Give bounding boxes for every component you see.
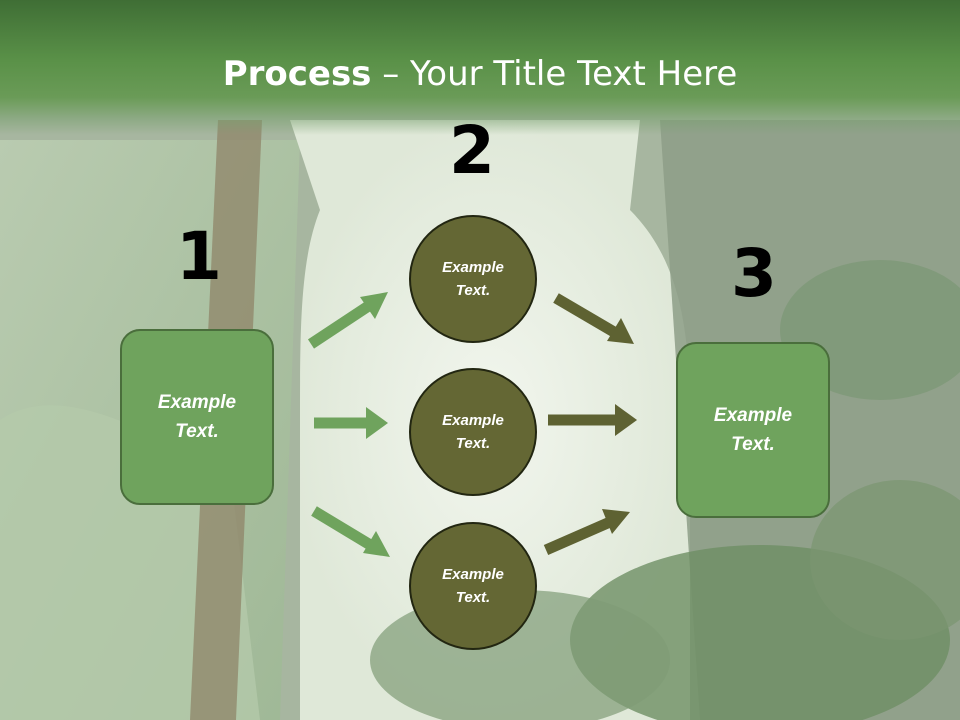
circle-top-text: Example Text. — [442, 259, 504, 299]
step-2-circle-top: Example Text. — [409, 215, 537, 343]
step-number-1: 1 — [176, 218, 222, 295]
title-bold: Process — [222, 54, 372, 94]
arrow-from-circle-bottom — [543, 509, 630, 556]
title-band — [0, 0, 960, 135]
arrow-to-circle-middle — [314, 407, 388, 439]
step-3-box-text: Example Text. — [713, 405, 793, 455]
step-number-3: 3 — [731, 235, 777, 312]
slide-title: Process – Your Title Text Here — [0, 52, 960, 96]
title-rest: – Your Title Text Here — [371, 54, 738, 94]
step-1-box-text: Example Text. — [157, 392, 237, 442]
circle-middle-text: Example Text. — [442, 412, 504, 452]
step-3-box: Example Text. — [676, 342, 830, 518]
arrow-from-circle-middle — [548, 404, 637, 436]
step-1-box: Example Text. — [120, 329, 274, 505]
arrow-to-circle-bottom — [311, 506, 390, 557]
step-2-circle-middle: Example Text. — [409, 368, 537, 496]
arrow-to-circle-top — [307, 292, 388, 349]
step-2-circle-bottom: Example Text. — [409, 522, 537, 650]
arrow-from-circle-top — [553, 293, 634, 344]
circle-bottom-text: Example Text. — [442, 566, 504, 606]
step-number-2: 2 — [449, 112, 495, 189]
